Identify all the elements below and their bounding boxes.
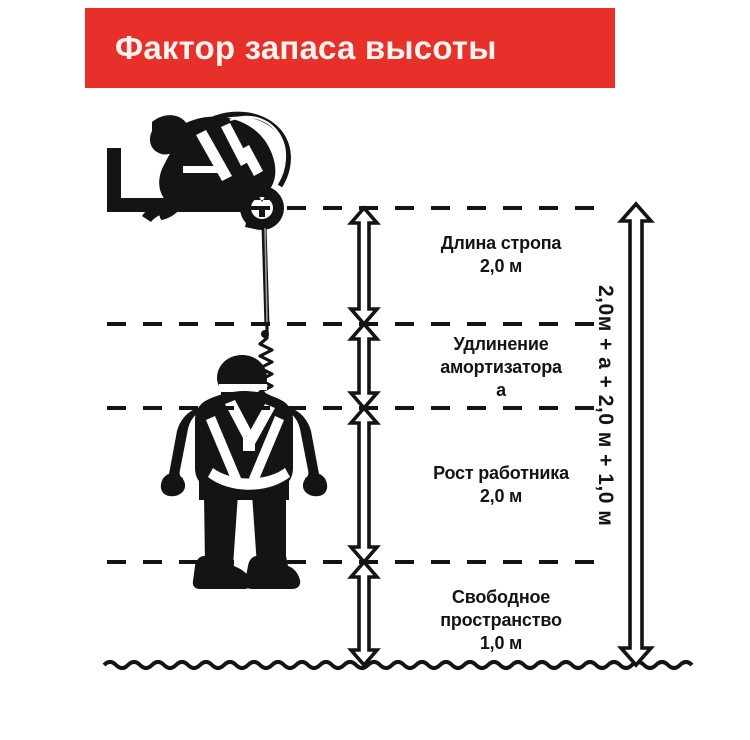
zone-label-shock-absorber-extension: Удлинение амортизатора а: [440, 334, 562, 400]
zone-label-worker-height: Рост работника 2,0 м: [433, 463, 569, 506]
measure-arrow-lanyard-length: [347, 205, 381, 327]
zone-label-free-space: Свободное пространство 1,0 м: [440, 587, 562, 653]
total-clearance-label: 2,0м + а + 2,0 м + 1,0 м: [594, 285, 617, 527]
zone-label-lanyard-length: Длина стропа 2,0 м: [440, 233, 562, 276]
measure-arrow-total: [617, 201, 655, 668]
segment-measure-arrows: [347, 205, 381, 668]
page-title: Фактор запаса высоты: [115, 29, 497, 66]
measure-arrow-shock-absorber: [347, 321, 381, 411]
measure-arrow-free-space: [347, 559, 381, 668]
suspended-worker-icon: [160, 355, 328, 589]
ground-line: [102, 660, 694, 670]
title-banner: Фактор запаса высоты: [85, 8, 615, 88]
reference-dashed-lines: [107, 206, 600, 564]
measure-arrow-worker-height: [347, 405, 381, 565]
lanyard-rope: [261, 225, 270, 327]
worker-at-anchor-icon: [142, 111, 291, 230]
